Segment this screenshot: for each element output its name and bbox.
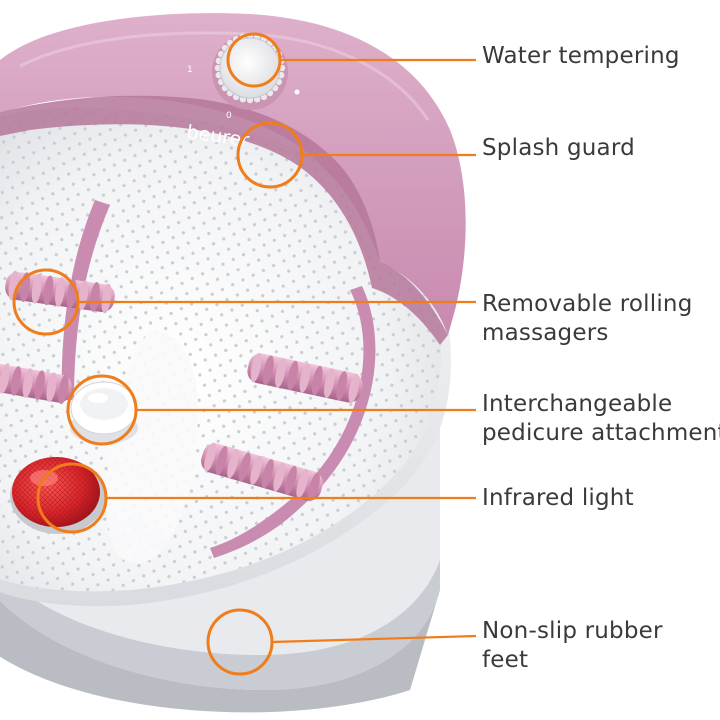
label-splash-guard: Splash guard: [482, 134, 635, 163]
label-line: massagers: [482, 320, 609, 346]
label-line: Removable rolling: [482, 291, 693, 317]
dial-indicator-dot: [294, 89, 300, 95]
label-line: Splash guard: [482, 135, 635, 161]
infrared-light-lens: [10, 457, 106, 534]
dial-mark-0: 0: [226, 111, 232, 121]
callout-marker-rolling-massagers: [12, 268, 80, 336]
callout-marker-pedicure-attachments: [66, 374, 138, 446]
rolling-massager-left-bottom: [0, 361, 72, 405]
callout-marker-infrared-light: [36, 462, 108, 534]
label-line: feet: [482, 647, 529, 673]
pedicure-attachment: [70, 381, 138, 444]
label-rubber-feet: Non-slip rubber feet: [482, 617, 663, 675]
label-water-tempering: Water tempering: [482, 42, 680, 71]
label-rolling-massagers: Removable rolling massagers: [482, 290, 693, 348]
rolling-massager-right-bottom: [201, 442, 323, 502]
dial-mark-1: 1: [187, 65, 193, 75]
label-line: Non-slip rubber: [482, 618, 663, 644]
callout-marker-water-tempering: [226, 32, 282, 88]
label-infrared-light: Infrared light: [482, 484, 634, 513]
callout-marker-rubber-feet: [206, 608, 274, 676]
basin: [0, 94, 451, 607]
rolling-massager-right-top: [247, 352, 363, 404]
callout-marker-splash-guard: [236, 121, 304, 189]
leader-line-rubber-feet: [271, 634, 477, 644]
label-line: Water tempering: [482, 43, 680, 69]
label-line: pedicure attachments: [482, 420, 720, 446]
label-line: Interchangeable: [482, 391, 673, 417]
label-line: Infrared light: [482, 485, 634, 511]
label-pedicure-attachments: Interchangeable pedicure attachments: [482, 390, 720, 448]
